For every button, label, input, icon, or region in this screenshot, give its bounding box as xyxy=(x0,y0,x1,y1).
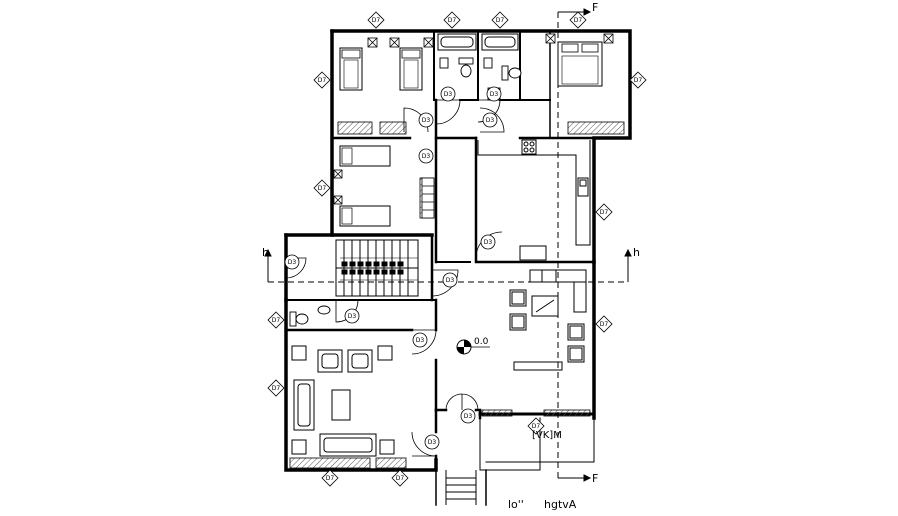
svg-text:D3: D3 xyxy=(444,91,453,98)
svg-text:D3: D3 xyxy=(422,117,431,124)
window-tag: D7 xyxy=(595,315,613,333)
door-tag: D3 xyxy=(482,112,498,128)
svg-text:D3: D3 xyxy=(416,337,425,344)
level-marker-icon xyxy=(456,339,490,355)
svg-text:D3: D3 xyxy=(486,117,495,124)
svg-text:D3: D3 xyxy=(490,91,499,98)
door-tag: D3 xyxy=(486,86,502,102)
caption-part2: hgtvA xyxy=(544,498,577,511)
door-tag: D3 xyxy=(412,332,428,348)
svg-text:D3: D3 xyxy=(348,313,357,320)
window-tag: D7 xyxy=(629,71,647,89)
level-marker-label: 0.0 xyxy=(474,337,489,347)
door-swings xyxy=(285,99,505,457)
svg-text:D7: D7 xyxy=(318,77,327,84)
door-tag: D3 xyxy=(418,112,434,128)
caption-part1: lo'' xyxy=(508,498,524,511)
svg-text:D7: D7 xyxy=(448,17,457,24)
window-tag: D7 xyxy=(267,379,285,397)
wardrobe-icon xyxy=(421,177,435,219)
svg-text:D3: D3 xyxy=(446,277,455,284)
window-tag: D7 xyxy=(391,469,409,487)
door-tag: D3 xyxy=(440,86,456,102)
window-tags: D7 D7 D7 D7 D7 D7 D7 D7 D7 D7 D7 D7 D7 D… xyxy=(267,11,647,487)
svg-text:D7: D7 xyxy=(272,317,281,324)
svg-text:D3: D3 xyxy=(484,239,493,246)
svg-text:D7: D7 xyxy=(634,77,643,84)
svg-text:D7: D7 xyxy=(600,321,609,328)
svg-text:D3: D3 xyxy=(288,259,297,266)
svg-text:D3: D3 xyxy=(428,439,437,446)
svg-text:D7: D7 xyxy=(318,185,327,192)
svg-text:D7: D7 xyxy=(396,475,405,482)
section-mark-h-right: h xyxy=(633,246,640,259)
door-tag: D3 xyxy=(460,408,476,424)
window-tag: D7 xyxy=(491,11,509,29)
window-tag: D7 xyxy=(443,11,461,29)
toilet-icon xyxy=(289,57,522,327)
window-tag: D7 xyxy=(321,469,339,487)
window-tag: D7 xyxy=(267,311,285,329)
door-tag: D3 xyxy=(284,254,300,270)
window-tag: D7 xyxy=(569,11,587,29)
window-tag: D7 xyxy=(595,203,613,221)
door-tag: D3 xyxy=(418,148,434,164)
bed-icon xyxy=(339,41,603,227)
window-tag: D7 xyxy=(313,179,331,197)
kitchen xyxy=(477,139,591,261)
svg-text:D7: D7 xyxy=(600,209,609,216)
bathtub-icon xyxy=(437,33,519,51)
stairs-icon xyxy=(335,239,419,297)
walls xyxy=(284,29,632,506)
door-tag: D3 xyxy=(480,234,496,250)
door-tag: D3 xyxy=(344,308,360,324)
svg-text:D7: D7 xyxy=(574,17,583,24)
window-tag: D7 xyxy=(527,417,545,435)
svg-text:D3: D3 xyxy=(464,413,473,420)
svg-text:D3: D3 xyxy=(422,153,431,160)
armchair-icon xyxy=(291,289,585,455)
entry-steps xyxy=(445,470,477,505)
section-mark-f-top: F xyxy=(592,1,598,14)
door-tag: D3 xyxy=(442,272,458,288)
section-mark-h-left: h xyxy=(262,246,269,259)
window-tag: D7 xyxy=(313,71,331,89)
svg-text:D7: D7 xyxy=(372,17,381,24)
door-tag: D3 xyxy=(424,434,440,450)
window-tag: D7 xyxy=(367,11,385,29)
annotation-vk: [VK]M xyxy=(532,430,562,441)
nightstands xyxy=(333,33,614,205)
svg-text:D7: D7 xyxy=(496,17,505,24)
section-mark-f-bottom: F xyxy=(592,472,598,485)
svg-text:D7: D7 xyxy=(326,475,335,482)
svg-text:D7: D7 xyxy=(272,385,281,392)
section-arrows xyxy=(264,8,632,482)
svg-text:D7: D7 xyxy=(532,423,541,430)
tables xyxy=(331,295,563,421)
door-tags: D3 D3 D3 D3 D3 D3 D3 D3 D3 D3 D3 D3 xyxy=(284,86,502,450)
